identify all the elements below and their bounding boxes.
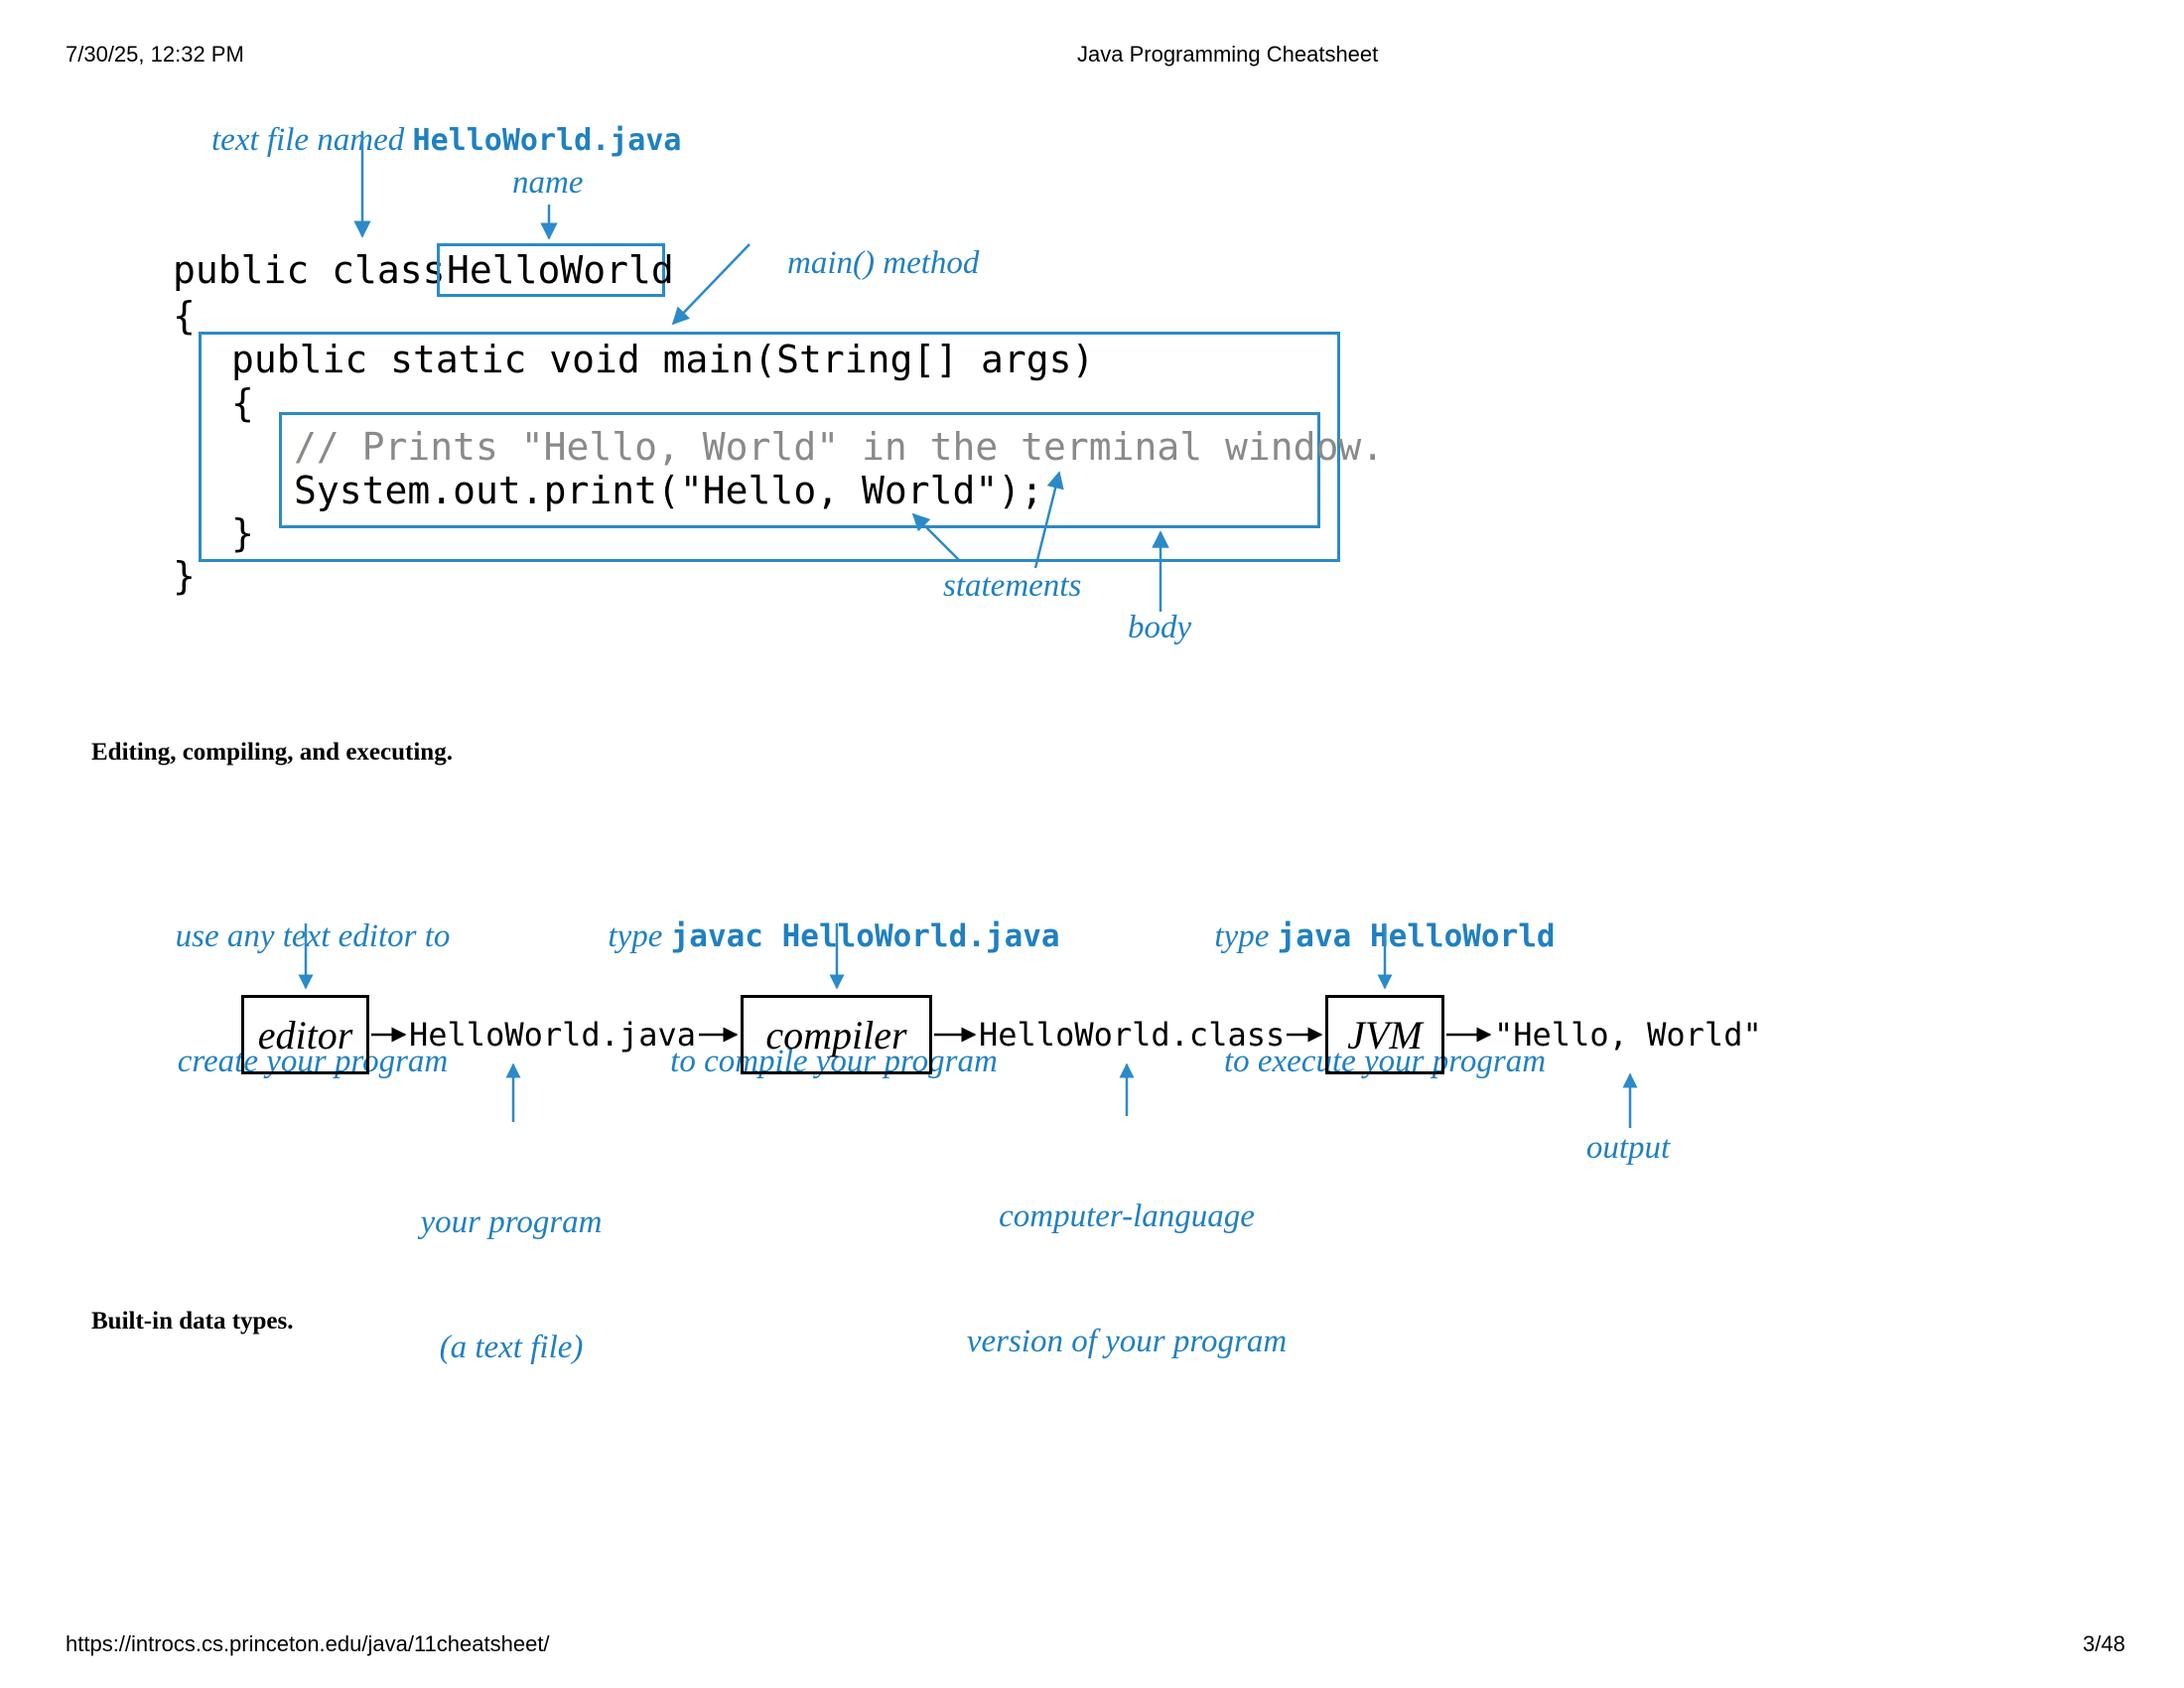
editor-note-line1: use any text editor to <box>175 918 451 954</box>
compiler-box: compiler <box>741 995 932 1074</box>
class-open-brace: { <box>173 294 196 338</box>
statement-arrow-2 <box>1033 471 1064 569</box>
class-close-brace: } <box>173 554 196 598</box>
bytecode-note-line1: computer-language <box>999 1198 1255 1234</box>
main-arrow <box>671 243 751 326</box>
hello-world-anatomy-figure: text file named HelloWorld.java name mai… <box>0 0 2184 675</box>
class-name-code: HelloWorld <box>447 248 674 292</box>
method-body-box <box>279 412 1320 528</box>
execute-note-cmd: java HelloWorld <box>1277 918 1556 954</box>
java-file-label: HelloWorld.java <box>409 1016 696 1054</box>
file-name-annotation-code: HelloWorld.java <box>412 123 682 158</box>
compile-note-cmd: javac HelloWorld.java <box>670 918 1060 954</box>
comment-code: // Prints "Hello, World" in the terminal… <box>294 425 1385 469</box>
statement-arrow-1 <box>911 512 961 562</box>
print-page-title: Java Programming Cheatsheet <box>1077 42 1379 67</box>
anatomy-arrows <box>353 131 1169 612</box>
main-method-box <box>199 332 1340 562</box>
program-note-line1: your program <box>420 1204 603 1240</box>
main-method-annotation-text: method <box>874 245 980 281</box>
statement-code: System.out.print("Hello, World"); <box>294 469 1043 512</box>
compile-note-prefix: type <box>608 918 671 954</box>
editor-box: editor <box>241 995 369 1074</box>
body-annotation: body <box>1128 610 1192 645</box>
editor-box-label: editor <box>257 1012 353 1057</box>
program-note-line2: (a text file) <box>439 1330 584 1365</box>
class-file-label: HelloWorld.class <box>979 1016 1286 1054</box>
program-note: your program (a text file) <box>377 1118 645 1452</box>
heading-editing-compiling: Editing, compiling, and executing. <box>91 739 453 766</box>
pipeline-arrows <box>298 923 1638 1128</box>
execute-note-prefix: type <box>1214 918 1278 954</box>
print-page-number: 3/48 <box>2083 1631 2125 1656</box>
print-datetime: 7/30/25, 12:32 PM <box>66 42 244 67</box>
main-method-annotation-code: main() <box>787 245 875 281</box>
method-close-brace: } <box>231 511 254 555</box>
file-name-annotation-text: text file named <box>211 122 413 158</box>
method-open-brace: { <box>231 381 254 425</box>
print-url: https://introcs.cs.princeton.edu/java/11… <box>66 1631 550 1656</box>
jvm-box-label: JVM <box>1347 1012 1423 1057</box>
main-signature-code: public static void main(String[] args) <box>231 338 1095 381</box>
bytecode-note-line2: version of your program <box>966 1324 1288 1359</box>
bytecode-note: computer-language version of your progra… <box>943 1112 1310 1446</box>
main-method-annotation: main() method <box>754 209 979 319</box>
name-annotation: name <box>512 165 584 201</box>
statements-annotation: statements <box>943 568 1082 604</box>
output-text: "Hello, World" <box>1494 1016 1762 1054</box>
jvm-box: JVM <box>1325 995 1444 1074</box>
class-name-box <box>437 243 665 297</box>
class-declaration-keywords: public class <box>173 248 446 292</box>
heading-built-in-types: Built-in data types. <box>91 1308 294 1335</box>
output-note: output <box>1585 1130 1671 1166</box>
compiler-box-label: compiler <box>765 1012 907 1057</box>
compile-pipeline-figure: use any text editor to create your progr… <box>0 814 2184 1365</box>
file-name-annotation: text file named HelloWorld.java <box>179 85 681 196</box>
